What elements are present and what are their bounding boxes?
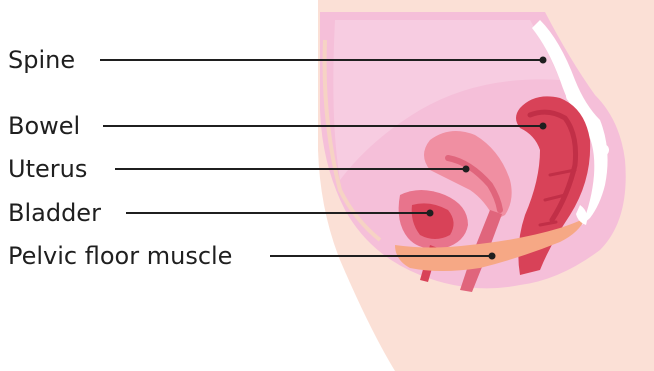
label-bladder: Bladder: [8, 199, 101, 227]
label-pelvic-floor-muscle: Pelvic floor muscle: [8, 242, 232, 270]
spine-vertebra-dot: [597, 144, 609, 156]
label-bowel: Bowel: [8, 112, 80, 140]
label-spine: Spine: [8, 46, 75, 74]
spine-vertebra-dot: [566, 90, 578, 102]
label-uterus: Uterus: [8, 155, 87, 183]
